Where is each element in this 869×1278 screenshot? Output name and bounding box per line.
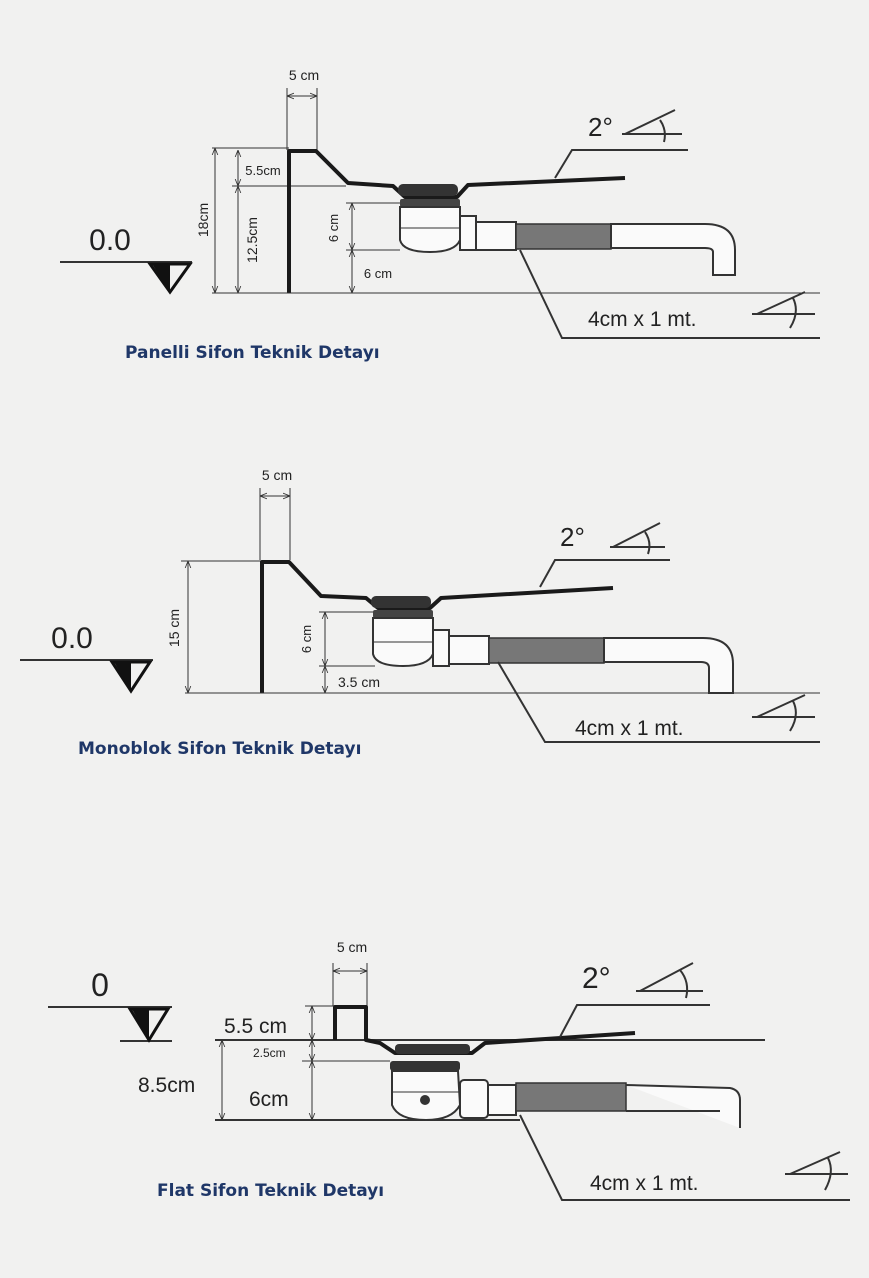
dim-label: 2.5cm xyxy=(253,1046,286,1060)
level-label: 0.0 xyxy=(89,224,131,257)
level-label: 0 xyxy=(91,967,109,1003)
dim-label: 6 cm xyxy=(326,214,341,242)
dim-label: 8.5cm xyxy=(138,1074,195,1097)
tray-profile xyxy=(260,560,614,693)
monoblok-diagram: 0.0 5 cm 15 cm 6 cm 3.5 cm xyxy=(20,467,820,759)
siphon-icon xyxy=(398,184,736,276)
angle-icon xyxy=(636,962,703,999)
panelli-diagram: 0.0 5 cm 18cm 5.5cm 12.5cm 6 cm 6 cm xyxy=(60,67,820,363)
flat-diagram: 0 5 cm 5.5 cm 2.5cm 8.5cm 6cm xyxy=(48,939,850,1201)
dim-label: 12.5cm xyxy=(244,217,260,263)
level-marker-fill xyxy=(132,1009,149,1040)
slope-label: 2° xyxy=(560,522,585,552)
dim-label: 6 cm xyxy=(299,625,314,653)
leader-line xyxy=(559,1004,710,1038)
height-label: 15 cm xyxy=(166,609,182,647)
dim-label: 6 cm xyxy=(364,266,392,281)
diagram-title: Flat Sifon Teknik Detayı xyxy=(157,1181,384,1201)
leader-line xyxy=(519,1114,850,1201)
pipe-label: 4cm x 1 mt. xyxy=(588,308,697,331)
dim-label: 6cm xyxy=(249,1088,289,1111)
siphon-icon xyxy=(371,596,734,694)
angle-icon xyxy=(752,694,815,732)
width-label: 5 cm xyxy=(262,467,292,483)
width-label: 5 cm xyxy=(289,67,319,83)
diagram-title: Panelli Sifon Teknik Detayı xyxy=(125,343,380,363)
dim-label: 5.5cm xyxy=(245,163,280,178)
angle-icon xyxy=(622,109,682,143)
leader-line xyxy=(539,559,670,588)
leader-line xyxy=(519,249,820,339)
leader-line xyxy=(554,149,688,179)
slope-label: 2° xyxy=(588,112,613,142)
width-label: 5 cm xyxy=(337,939,367,955)
angle-icon xyxy=(785,1151,848,1191)
leader-line xyxy=(497,661,820,743)
level-marker-fill xyxy=(152,264,170,292)
level-marker-fill xyxy=(114,662,131,691)
slope-label: 2° xyxy=(582,962,611,995)
pipe-label: 4cm x 1 mt. xyxy=(590,1172,699,1195)
angle-icon xyxy=(752,291,815,329)
pipe-label: 4cm x 1 mt. xyxy=(575,717,684,740)
diagram-title: Monoblok Sifon Teknik Detayı xyxy=(78,739,361,759)
tray-profile xyxy=(287,149,626,293)
tray-profile xyxy=(333,1005,636,1055)
level-label: 0.0 xyxy=(51,622,93,655)
dim-label: 3.5 cm xyxy=(338,674,380,690)
angle-icon xyxy=(610,522,665,555)
height-label: 18cm xyxy=(195,203,211,237)
dim-label: 5.5 cm xyxy=(224,1015,287,1038)
siphon-icon xyxy=(390,1044,741,1128)
